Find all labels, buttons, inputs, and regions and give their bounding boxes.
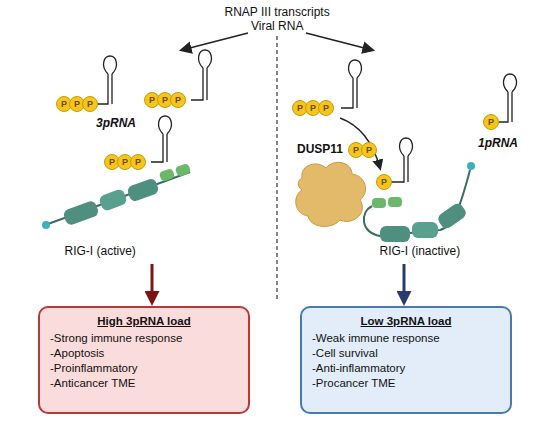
label: Viral RNA: [251, 19, 303, 33]
phosphate: P: [318, 100, 334, 116]
reaction-arrow: [340, 118, 380, 168]
divider-line: [276, 36, 277, 300]
phosphate: P: [361, 142, 377, 158]
label: RNAP III transcripts: [225, 5, 330, 19]
outcome-arrow: [151, 264, 154, 300]
label: 3pRNA: [96, 116, 136, 130]
box-item: -Proinflammatory: [50, 361, 238, 376]
phosphate: P: [170, 92, 186, 108]
box-item: -Weak immune response: [312, 331, 500, 346]
rna-hairpins: [95, 50, 516, 182]
box-item: -Anti-inflammatory: [312, 361, 500, 376]
box-title: Low 3pRNA load: [312, 314, 500, 329]
label: RIG-I (active): [65, 244, 136, 258]
phosphate: P: [376, 174, 392, 190]
rig-i-inactive: [364, 162, 475, 242]
box-item: -Anticancer TME: [50, 376, 238, 391]
label: 1pRNA: [478, 136, 518, 150]
split-arrow: [306, 33, 372, 50]
outcome-box: High 3pRNA load-Strong immune response-A…: [38, 306, 250, 414]
dusp11-enzyme: [296, 162, 366, 226]
box-title: High 3pRNA load: [50, 314, 238, 329]
label: RIG-I (inactive): [380, 244, 461, 258]
box-item: -Procancer TME: [312, 376, 500, 391]
box-item: -Apoptosis: [50, 346, 238, 361]
phosphate: P: [483, 114, 499, 130]
outcome-arrow: [403, 264, 406, 300]
label: DUSP11: [297, 142, 343, 156]
outcome-box: Low 3pRNA load -Weak immune response-Cell…: [300, 306, 512, 414]
box-item: -Cell survival: [312, 346, 500, 361]
rig-i-active: [42, 163, 191, 229]
phosphate: P: [130, 154, 146, 170]
phosphate: P: [82, 96, 98, 112]
box-item: -Strong immune response: [50, 331, 238, 346]
split-arrow: [182, 33, 248, 50]
